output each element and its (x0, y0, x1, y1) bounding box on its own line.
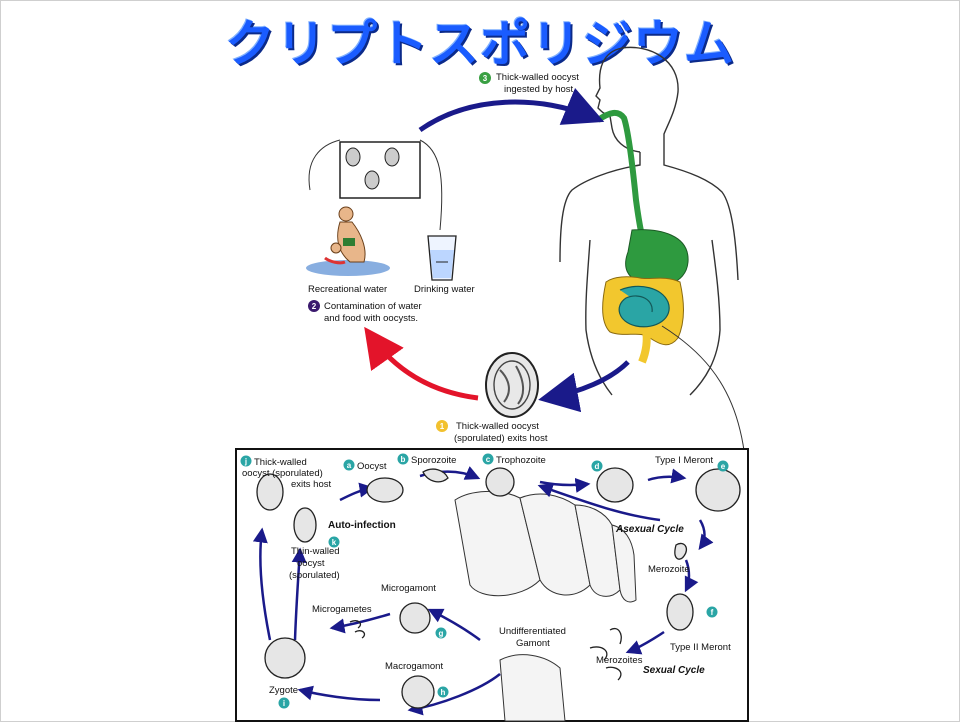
label-asexual-cycle: Asexual Cycle (615, 524, 684, 535)
label-oocyst: Oocyst (357, 461, 387, 472)
oocyst-illustration (485, 352, 539, 418)
badge-d: d (595, 462, 600, 471)
water-scene (306, 139, 457, 281)
step1-line2: (sporulated) exits host (454, 433, 548, 444)
label-j-line3: exits host (291, 479, 331, 490)
label-undiff-2: Gamont (516, 638, 550, 649)
label-merozoites: Merozoites (596, 655, 643, 666)
label-undiff-1: Undifferentiated (499, 626, 566, 637)
label-j-line1: Thick-walled (254, 457, 307, 468)
arrow-contamination (364, 326, 479, 401)
recreational-water-label: Recreational water (308, 284, 387, 295)
badge-b: b (401, 455, 406, 464)
label-j-line2: oocyst (sporulated) (242, 468, 323, 479)
label-sexual-cycle: Sexual Cycle (643, 665, 705, 676)
label-macrogamont: Macrogamont (385, 661, 443, 672)
label-type1-meront: Type I Meront (655, 455, 713, 466)
badge-j: j (244, 457, 247, 466)
badge-c: c (486, 455, 491, 464)
intestinal-cells (454, 490, 637, 722)
label-merozoite: Merozoite (648, 564, 690, 575)
arrow-exit (538, 360, 630, 413)
human-figure (559, 46, 739, 396)
step2-badge (308, 300, 320, 312)
badge-g: g (439, 629, 444, 638)
step1-line1: Thick-walled oocyst (456, 421, 539, 432)
label-type2-meront: Type II Meront (670, 642, 731, 653)
arrow-ingest (418, 87, 605, 133)
label-k-line2: oocyst (297, 558, 325, 569)
step3-number: 3 (483, 74, 488, 83)
badge-i: i (283, 699, 285, 708)
inner-letter-badges: j a b c d e k f g h i (240, 453, 729, 709)
label-k-line1: Thin-walled (291, 546, 340, 557)
label-zygote: Zygote (269, 685, 298, 696)
label-auto-infection: Auto-infection (328, 520, 396, 531)
step1-number: 1 (440, 422, 445, 431)
inner-organisms (256, 467, 741, 709)
step3-line1: Thick-walled oocyst (496, 72, 579, 83)
label-k-line3: (sporulated) (289, 570, 340, 581)
step2-line1: Contamination of water (324, 301, 422, 312)
badge-a: a (347, 461, 352, 470)
label-sporozoite: Sporozoite (411, 455, 456, 466)
step1-badge (436, 420, 448, 432)
step3-badge (479, 72, 491, 84)
step2-line2: and food with oocysts. (324, 313, 418, 324)
digestive-tract (596, 110, 689, 364)
badge-f: f (711, 608, 714, 617)
label-trophozoite: Trophozoite (496, 455, 546, 466)
page-title: クリプトスポリジウム (225, 15, 735, 73)
step2-number: 2 (312, 302, 317, 311)
badge-k: k (332, 538, 337, 547)
step3-line2: ingested by host (504, 84, 574, 95)
label-microgametes: Microgametes (312, 604, 372, 615)
badge-e: e (721, 462, 726, 471)
inner-arrows (252, 466, 714, 716)
drinking-water-label: Drinking water (414, 284, 475, 295)
label-microgamont: Microgamont (381, 583, 436, 594)
badge-h: h (441, 688, 446, 697)
